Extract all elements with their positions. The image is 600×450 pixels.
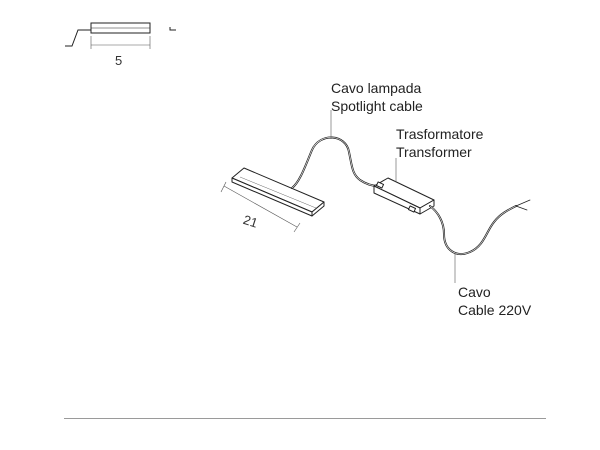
transformer-label-en: Transformer — [396, 144, 472, 160]
thickness-dimension-label: 5 — [115, 53, 123, 68]
profile-cable-stub — [65, 29, 91, 47]
spotlight-cable-label-it: Cavo lampada — [331, 80, 422, 96]
spotlight-cable — [291, 136, 379, 189]
mains-cable-label-it: Cavo — [458, 284, 491, 300]
transformer-clip-right — [407, 205, 417, 213]
spotlight-side — [311, 201, 325, 217]
transformer-label: Trasformatore Transformer — [396, 125, 483, 161]
transformer-side — [419, 199, 435, 215]
wire-ends — [515, 199, 531, 211]
profile-tick — [169, 27, 176, 31]
transformer-label-it: Trasformatore — [396, 126, 484, 142]
spotlight-cable-label-en: Spotlight cable — [331, 98, 423, 114]
transformer-clip-left — [375, 181, 385, 189]
mains-cable-label: Cavo Cable 220V — [458, 283, 531, 319]
spotlight — [231, 167, 325, 217]
transformer — [373, 177, 435, 215]
bottom-separator — [64, 418, 546, 419]
profile-detail — [65, 22, 176, 49]
mains-cable-label-en: Cable 220V — [458, 302, 532, 318]
spotlight-cable-label: Cavo lampada Spotlight cable — [331, 79, 423, 115]
spotlight-length-dimension — [220, 181, 301, 233]
